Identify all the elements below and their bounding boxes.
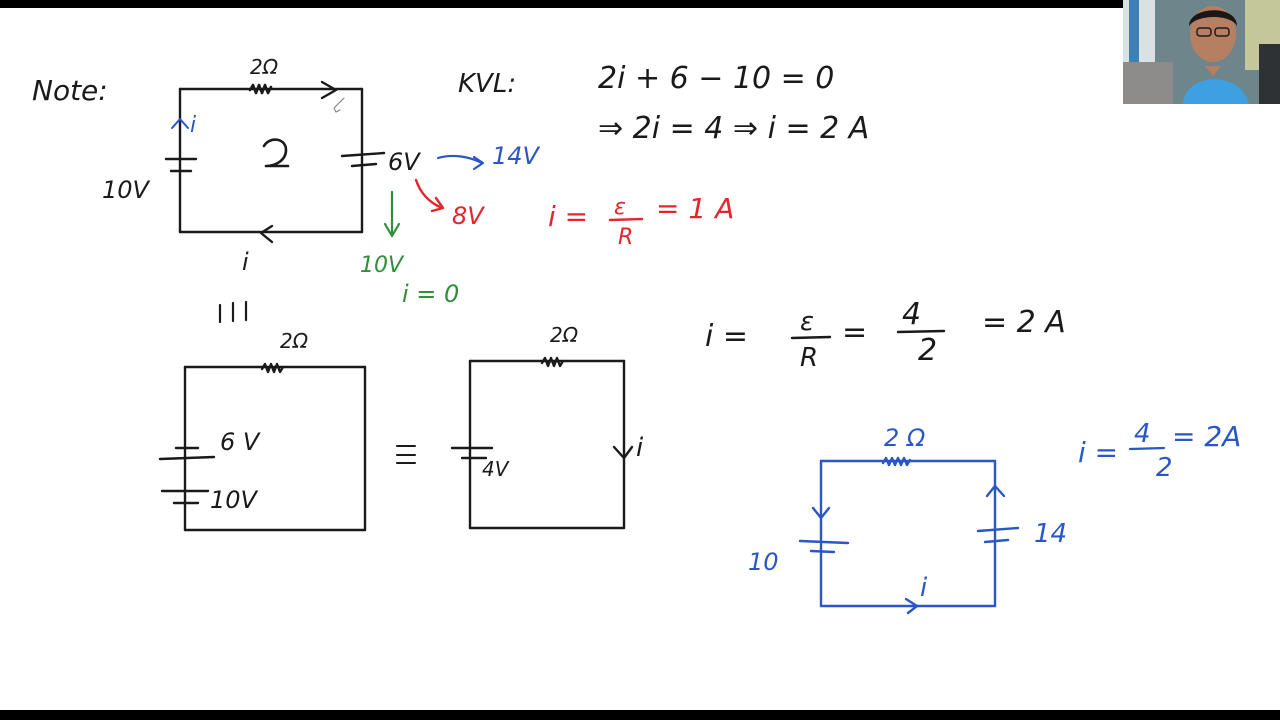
red-eq-den: R — [618, 225, 633, 250]
blue-eq-lhs: i = — [1078, 436, 1118, 469]
blue-circuit-arrow-right — [985, 484, 1006, 498]
blue-circuit-right-source-label: 14 — [1034, 519, 1067, 549]
top-circuit-current-left-label: i — [190, 113, 196, 138]
blue-circuit-arrow-left — [811, 506, 831, 520]
blue-eq-rhs: = 2A — [1172, 420, 1241, 453]
mid-eq-num-1: ε — [800, 307, 814, 337]
left-circuit-source-bottom-label: 10V — [210, 486, 259, 514]
mid-eq-num-2: 4 — [902, 297, 921, 332]
red-eq-lhs: i = — [548, 200, 588, 233]
middle-circuit-resistor-label: 2Ω — [550, 323, 579, 347]
left-circuit — [158, 362, 367, 532]
middle-circuit-battery — [450, 446, 494, 460]
blue-eq-num: 4 — [1134, 419, 1151, 449]
middle-circuit-current-arrow — [612, 445, 634, 460]
middle-circuit-source-label: 4V — [482, 457, 510, 481]
mid-eq-fraction-bar-2 — [896, 329, 946, 334]
mid-eq-den-1: R — [800, 343, 818, 373]
red-8v-arrow — [414, 178, 445, 213]
blue-circuit-right-battery — [976, 526, 1020, 544]
blue-circuit-left-source-label: 10 — [748, 548, 779, 576]
red-eq-fraction-bar — [608, 217, 644, 222]
top-circuit-right-battery — [340, 151, 386, 168]
blue-14v-arrow — [436, 154, 485, 171]
whiteboard: Note: 2Ω 10V 6V i 2Ω 6 V 10V 2Ω 4V i KVL… — [0, 8, 1280, 710]
green-10v-arrow — [383, 190, 401, 238]
left-circuit-battery-top — [158, 446, 216, 461]
left-circuit-resistor — [260, 362, 285, 374]
loop-direction-icon — [262, 138, 290, 168]
kvl-line-1: 2i + 6 − 10 = 0 — [598, 61, 834, 96]
top-circuit-left-source-label: 10V — [102, 176, 151, 204]
annotation-8v: 8V — [452, 202, 485, 230]
pen-cursor-icon — [333, 97, 345, 113]
blue-circuit-current-label: i — [920, 573, 928, 603]
top-circuit-current-arrow — [171, 118, 189, 129]
equals-mark — [396, 445, 416, 464]
mid-eq-rhs: = 2 A — [982, 305, 1066, 340]
mid-eq-den-2: 2 — [918, 333, 937, 368]
blue-circuit-resistor-label: 2 Ω — [884, 424, 926, 452]
mid-eq-lhs: i = — [705, 319, 748, 354]
top-circuit-arrow-right — [320, 80, 338, 100]
top-circuit-resistor — [248, 83, 273, 95]
kvl-label: KVL: — [458, 69, 516, 99]
annotation-10v: 10V — [360, 253, 405, 278]
annotation-i-zero: i = 0 — [402, 280, 459, 308]
blue-circuit-left-battery — [798, 539, 850, 554]
left-circuit-source-top-label: 6 V — [220, 428, 261, 456]
kvl-line-2: ⇒ 2i = 4 ⇒ i = 2 A — [598, 111, 869, 146]
blue-circuit-resistor — [881, 456, 912, 467]
mid-eq-eq: = — [842, 315, 867, 350]
whiteboard-canvas: Note: 2Ω 10V 6V i 2Ω 6 V 10V 2Ω 4V i KVL… — [32, 55, 1241, 615]
top-circuit-current-bottom-label: i — [242, 248, 249, 276]
blue-circuit — [798, 456, 1020, 615]
top-circuit-left-battery — [164, 157, 198, 173]
red-eq-rhs: = 1 A — [656, 192, 734, 225]
presenter-video-icon — [1123, 0, 1280, 104]
middle-circuit-resistor — [540, 356, 565, 368]
blue-circuit-arrow-bottom — [904, 597, 919, 615]
equivalence-mark — [218, 300, 248, 324]
top-circuit-resistor-label: 2Ω — [250, 55, 279, 79]
left-circuit-resistor-label: 2Ω — [280, 329, 309, 353]
middle-circuit — [450, 356, 634, 530]
left-circuit-battery-bottom — [160, 489, 210, 505]
mid-eq-fraction-bar-1 — [790, 335, 832, 340]
webcam-feed — [1123, 0, 1280, 104]
blue-eq-fraction-bar — [1128, 446, 1166, 451]
middle-circuit-current-label: i — [636, 433, 644, 463]
top-circuit-right-source-label: 6V — [388, 148, 421, 176]
annotation-14v: 14V — [492, 142, 541, 170]
red-eq-num: ε — [614, 195, 626, 220]
top-circuit-arrow-bottom — [259, 224, 274, 244]
note-label: Note: — [32, 74, 108, 107]
blue-eq-den: 2 — [1156, 453, 1173, 483]
top-circuit — [164, 80, 386, 244]
